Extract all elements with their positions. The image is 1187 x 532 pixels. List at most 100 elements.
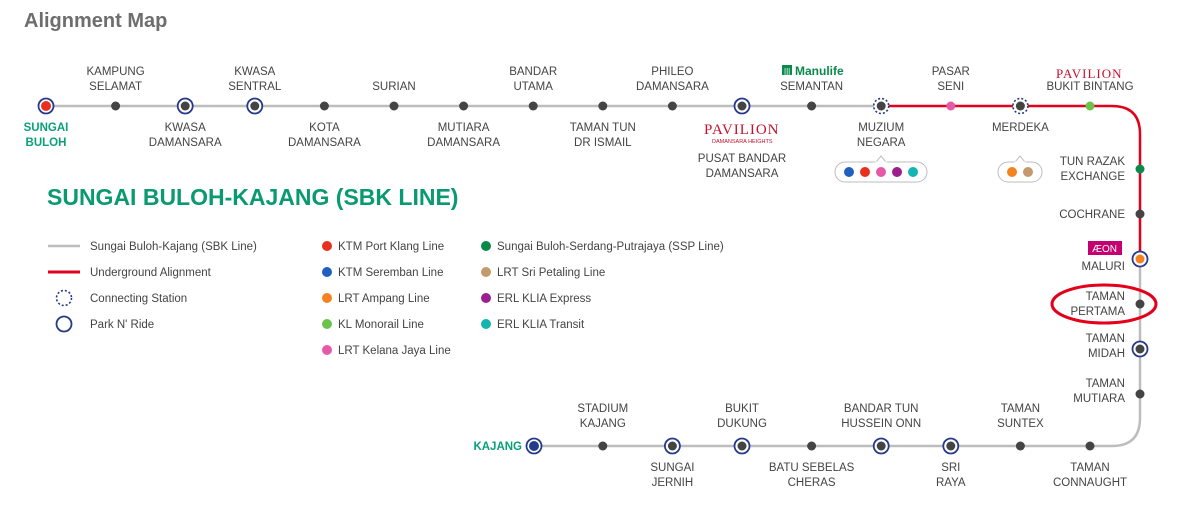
muzium-negara-interchange [834, 155, 928, 183]
legend-label: KTM Seremban Line [338, 267, 443, 279]
station-maluri[interactable]: MALURI [1082, 250, 1149, 274]
station-dot [876, 441, 886, 451]
terminal-dot [529, 441, 539, 451]
station-dot [807, 441, 817, 451]
legend-label: Underground Alignment [90, 267, 212, 279]
legend-label: Connecting Station [90, 293, 187, 305]
pavilion-bb-logo-text: PAVILION [1056, 66, 1123, 81]
station-label: COCHRANE [1059, 209, 1125, 221]
station-semantan[interactable]: SEMANTAN [780, 81, 843, 111]
station-dot [1015, 101, 1025, 111]
legend-ssp: Sungai Buloh-Serdang-Putrajaya (SSP Line… [481, 241, 724, 253]
interchange-dot [1023, 167, 1033, 177]
station-dot [111, 101, 121, 111]
legend-label: ERL KLIA Express [497, 293, 591, 305]
aeon-logo-text: ÆON [1092, 244, 1117, 255]
station-dot [737, 441, 747, 451]
station-label: SURIAN [372, 81, 415, 93]
station-kajang[interactable]: KAJANG [473, 437, 543, 455]
station-surian[interactable]: SURIAN [372, 81, 416, 111]
interchange-dot [908, 167, 918, 177]
pavilion-damansara-logo: PAVILION DAMANSARA HEIGHTS [704, 122, 779, 145]
station-dot [1085, 101, 1095, 111]
merdeka-interchange [997, 155, 1043, 183]
station-dot [389, 101, 399, 111]
station-bukit-bintang[interactable]: BUKIT BINTANG [1046, 81, 1134, 111]
legend-underground: Underground Alignment [48, 267, 212, 279]
highlight-ellipse [1050, 283, 1158, 325]
legend-lrt-kelana-jaya: LRT Kelana Jaya Line [322, 345, 451, 357]
station-merdeka[interactable]: MERDEKA [992, 97, 1049, 135]
legend-label: ERL KLIA Transit [497, 319, 585, 331]
legend-ktm-port-klang: KTM Port Klang Line [322, 241, 444, 253]
terminal-label: KAJANG [473, 441, 522, 453]
station-cochrane[interactable]: COCHRANE [1059, 209, 1145, 221]
station-dot [946, 441, 956, 451]
legend-label: KTM Port Klang Line [338, 241, 444, 253]
sbk-line-right-bottom [534, 259, 1142, 448]
station-dot [528, 101, 538, 111]
legend-kl-monorail: KL Monorail Line [322, 319, 424, 331]
station-label: SEMANTAN [780, 81, 843, 93]
interchange-dot [1007, 167, 1017, 177]
station-dot [319, 101, 329, 111]
station-dot [598, 101, 608, 111]
station-dot [807, 101, 817, 111]
station-dot [876, 101, 886, 111]
station-label: BUKIT BINTANG [1046, 81, 1133, 93]
station-dot [1135, 389, 1145, 399]
legend-lrt-sri-petaling: LRT Sri Petaling Line [481, 267, 605, 279]
legend-label: LRT Kelana Jaya Line [338, 345, 451, 357]
interchange-dot [876, 167, 886, 177]
pavilion-bukit-bintang-logo: PAVILION [1056, 66, 1123, 81]
terminal-dot [41, 101, 51, 111]
aeon-logo: ÆON [1088, 241, 1122, 255]
pavilion-logo-sub: DAMANSARA HEIGHTS [712, 139, 773, 145]
manulife-logo: ||| Manulife [782, 64, 844, 78]
legend-parkride: Park N' Ride [55, 315, 154, 333]
station-dot [1135, 254, 1145, 264]
station-dot [1015, 441, 1025, 451]
station-dot [1085, 441, 1095, 451]
station-dot [1135, 209, 1145, 219]
legend-label: Sungai Buloh-Kajang (SBK Line) [90, 241, 257, 253]
